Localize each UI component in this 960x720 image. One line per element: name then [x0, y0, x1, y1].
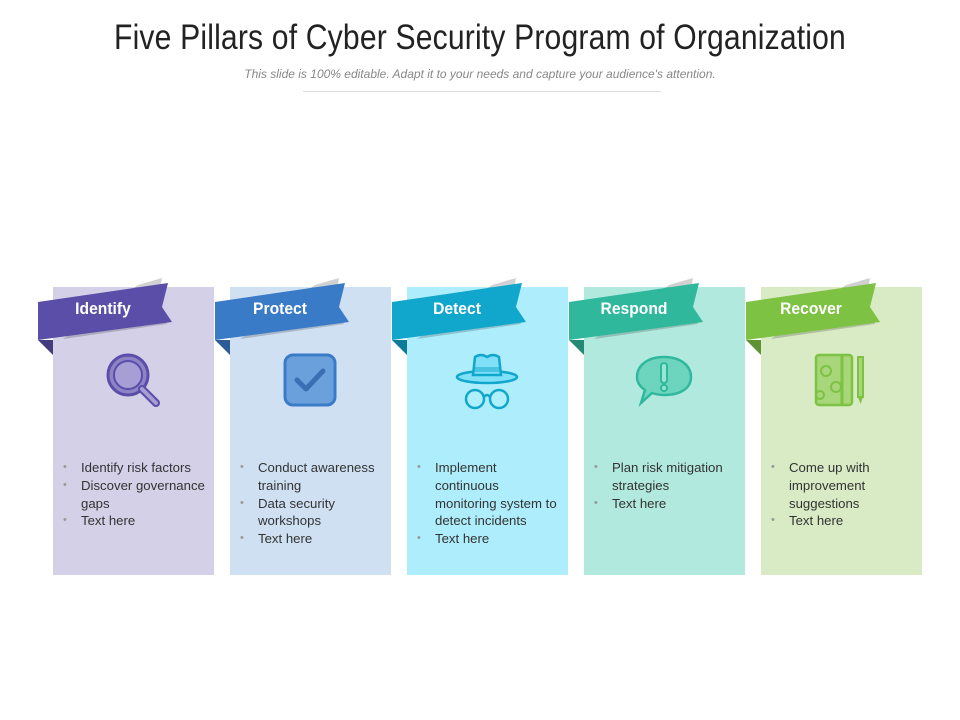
list-item: Come up with improvement suggestions	[771, 459, 916, 512]
pillar-card-protect: Protect Conduct awareness trainingData s…	[215, 278, 391, 575]
pillar-items: Come up with improvement suggestionsText…	[771, 459, 916, 530]
magnifier-icon	[106, 353, 160, 407]
ribbon-banner	[38, 278, 172, 355]
list-item: Conduct awareness training	[240, 459, 385, 495]
pillar-card-recover: Recover Come up with improvement suggest…	[746, 278, 922, 575]
list-item: Text here	[594, 495, 739, 513]
list-item: Implement continuous monitoring system t…	[417, 459, 562, 530]
pillar-items: Implement continuous monitoring system t…	[417, 459, 562, 548]
list-item: Text here	[771, 512, 916, 530]
pillar-items: Identify risk factorsDiscover governance…	[63, 459, 208, 530]
page-subtitle: This slide is 100% editable. Adapt it to…	[244, 67, 716, 81]
pillar-card-detect: Detect Implement continuous monitoring s…	[392, 278, 568, 575]
alert-speech-bubble-icon	[635, 355, 693, 407]
checkbox-icon	[283, 353, 337, 407]
list-item: Data security workshops	[240, 495, 385, 531]
pillar-card-respond: Respond Plan risk mitigation strategiesT…	[569, 278, 745, 575]
spy-hat-glasses-icon	[455, 353, 519, 410]
list-item: Text here	[240, 530, 385, 548]
list-item: Discover governance gaps	[63, 477, 208, 513]
list-item: Plan risk mitigation strategies	[594, 459, 739, 495]
list-item: Text here	[417, 530, 562, 548]
notebook-pencil-icon	[814, 353, 864, 407]
pillar-title: Recover	[780, 299, 842, 318]
ribbon-banner	[215, 278, 349, 355]
ribbon-banner	[569, 278, 703, 355]
pillar-title: Identify	[75, 299, 131, 318]
ribbon-banner	[746, 278, 880, 355]
pillar-card-identify: Identify Identify risk factorsDiscover g…	[38, 278, 214, 575]
list-item: Identify risk factors	[63, 459, 208, 477]
pillar-items: Conduct awareness trainingData security …	[240, 459, 385, 548]
divider	[303, 91, 661, 92]
pillar-title: Protect	[253, 299, 307, 318]
pillar-items: Plan risk mitigation strategiesText here	[594, 459, 739, 512]
page-title: Five Pillars of Cyber Security Program o…	[114, 18, 846, 57]
pillar-title: Detect	[433, 299, 481, 318]
pillar-title: Respond	[600, 299, 668, 318]
ribbon-banner	[392, 278, 526, 355]
list-item: Text here	[63, 512, 208, 530]
